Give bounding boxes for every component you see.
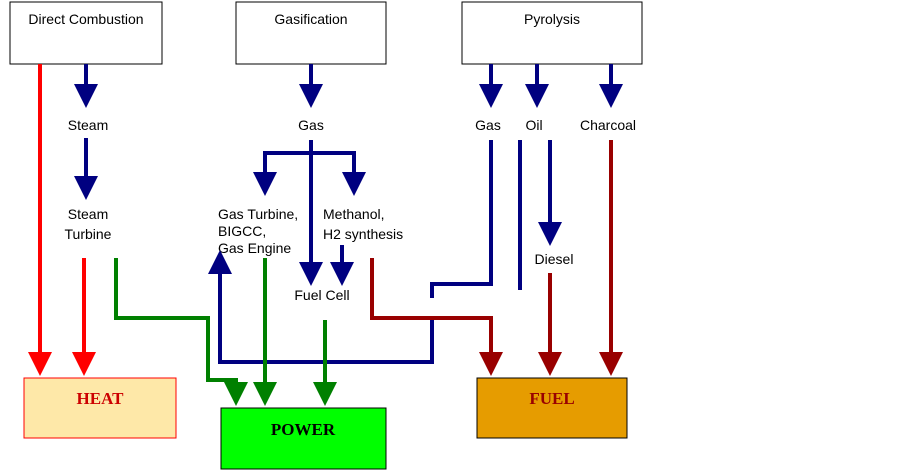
- power-box: POWER: [220, 407, 387, 470]
- heat-box: HEAT: [23, 377, 177, 439]
- heat-label: HEAT: [77, 389, 125, 408]
- charcoal-label: Charcoal: [580, 117, 636, 133]
- methanol-fuel-arrow: [370, 258, 503, 376]
- direct-combustion-label: Direct Combustion: [28, 11, 143, 27]
- svg-text:Turbine: Turbine: [65, 226, 112, 242]
- power-label: POWER: [271, 420, 336, 439]
- fuel-label: FUEL: [529, 389, 574, 408]
- methanol-label: Methanol, H2 synthesis: [323, 206, 403, 242]
- steam-turbine-label: Steam Turbine: [65, 206, 112, 242]
- pyrolysis-label: Pyrolysis: [524, 11, 580, 27]
- fuel-box: FUEL: [476, 377, 628, 439]
- gas-to-gas-turbine-arrow: [253, 151, 311, 196]
- gas-turbine-label: Gas Turbine, BIGCC, Gas Engine: [218, 206, 298, 256]
- gas-to-methanol-arrow: [311, 151, 366, 196]
- svg-text:Gas Engine: Gas Engine: [218, 240, 291, 256]
- svg-text:Methanol,: Methanol,: [323, 206, 384, 222]
- fuel-cell-label: Fuel Cell: [294, 287, 349, 303]
- process-gasification: Gasification: [235, 1, 387, 65]
- svg-text:H2 synthesis: H2 synthesis: [323, 226, 403, 242]
- diesel-label: Diesel: [535, 251, 574, 267]
- steam-turbine-power-arrow: [114, 258, 248, 406]
- gasification-label: Gasification: [274, 11, 347, 27]
- pyrolysis-gas-label: Gas: [475, 117, 501, 133]
- process-direct-combustion: Direct Combustion: [9, 1, 163, 65]
- steam-label: Steam: [68, 117, 108, 133]
- oil-label: Oil: [525, 117, 542, 133]
- process-pyrolysis: Pyrolysis: [461, 1, 643, 65]
- pyrolysis-gas-return-line: [430, 140, 493, 298]
- svg-text:BIGCC,: BIGCC,: [218, 223, 266, 239]
- svg-text:Gas Turbine,: Gas Turbine,: [218, 206, 298, 222]
- gas-label: Gas: [298, 117, 324, 133]
- svg-text:Steam: Steam: [68, 206, 108, 222]
